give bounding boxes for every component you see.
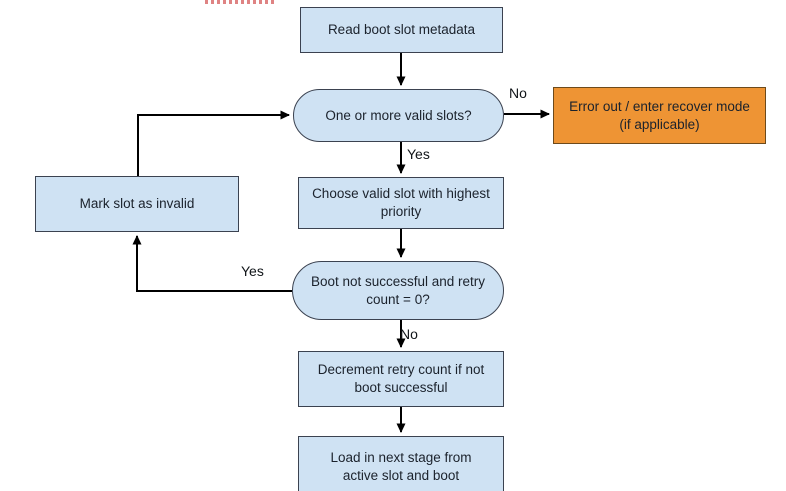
node-read-boot-slot-metadata: Read boot slot metadata xyxy=(300,7,503,53)
edge-label-yes-to-mark-invalid: Yes xyxy=(241,263,264,279)
node-load-next-stage: Load in next stage from active slot and … xyxy=(298,436,504,491)
edge-label-no-to-decrement: No xyxy=(400,326,418,342)
edge-label-yes-to-choose: Yes xyxy=(407,146,430,162)
node-boot-not-successful-check: Boot not successful and retry count = 0? xyxy=(292,261,504,320)
arrow-bootcheck-to-markinvalid xyxy=(132,235,292,292)
node-error-out-recover-mode: Error out / enter recover mode (if appli… xyxy=(553,87,766,144)
red-dotted-artifact xyxy=(205,0,277,4)
node-decrement-retry-count: Decrement retry count if not boot succes… xyxy=(298,351,504,407)
node-choose-valid-slot: Choose valid slot with highest priority xyxy=(298,177,504,229)
node-mark-slot-invalid: Mark slot as invalid xyxy=(35,176,239,232)
edge-label-no-to-error: No xyxy=(509,85,527,101)
arrow-markinvalid-to-validslots xyxy=(137,110,290,176)
node-one-or-more-valid-slots: One or more valid slots? xyxy=(293,89,504,142)
